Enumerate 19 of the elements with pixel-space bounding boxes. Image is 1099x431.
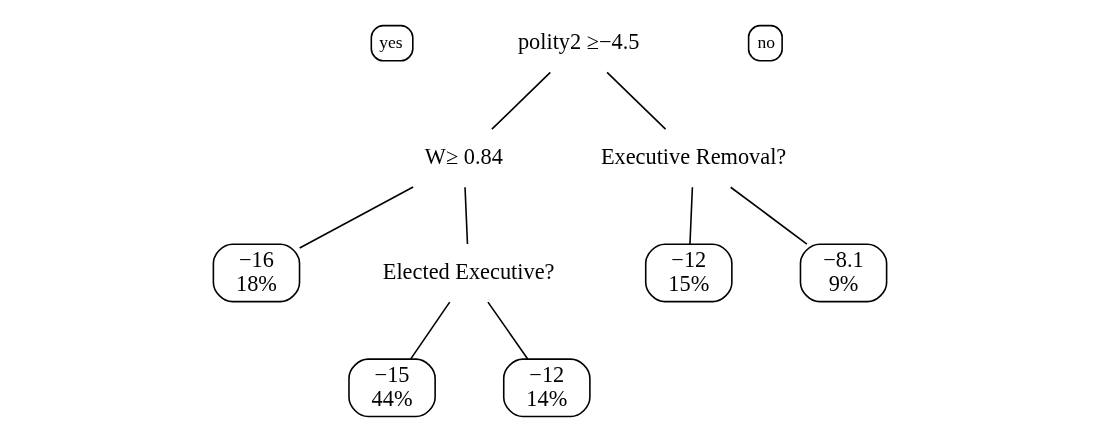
node-text: polity2 ≥−4.5 (517, 29, 640, 55)
node-text: W≥ 0.84 (424, 143, 503, 169)
connector (605, 71, 666, 130)
label: no (756, 31, 775, 52)
connector (409, 301, 450, 360)
connector (463, 186, 468, 245)
node-text: Elected Executive? (382, 258, 554, 284)
node-box: −16 18% (212, 243, 300, 303)
label: yes (378, 31, 403, 52)
connector (688, 186, 693, 245)
node-box: −15 44% (347, 358, 436, 418)
node-box: −12 15% (644, 243, 733, 303)
connector (490, 71, 551, 130)
node-box: −12 14% (502, 358, 591, 418)
connector (298, 186, 414, 249)
connector (486, 301, 528, 360)
node-box: −8.1 9% (799, 243, 887, 303)
node-text: Executive Removal? (600, 143, 786, 169)
connector (729, 186, 808, 245)
